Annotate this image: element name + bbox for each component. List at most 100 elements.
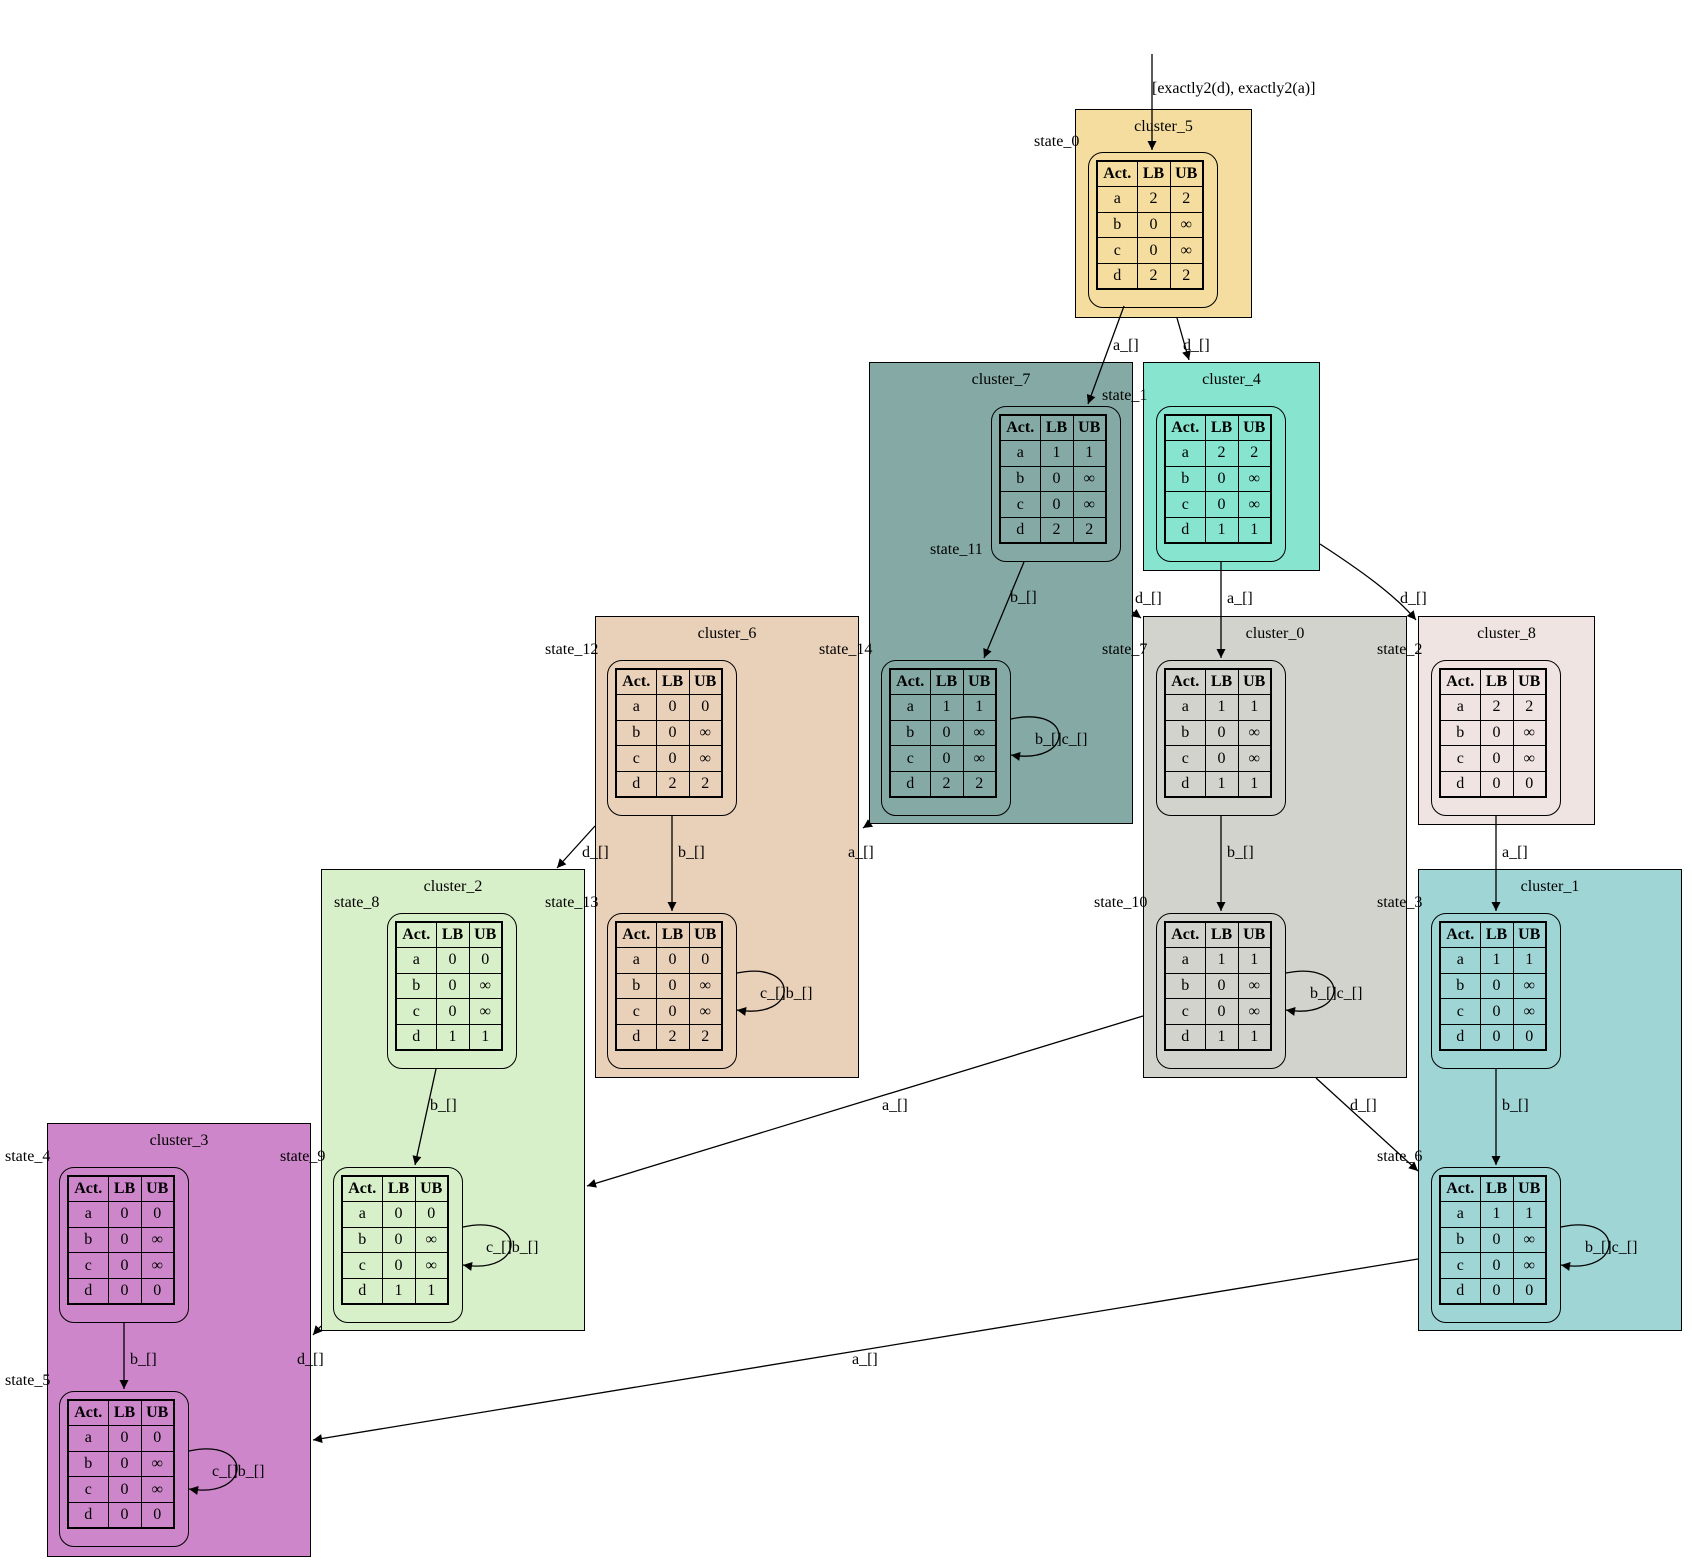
state-label: state_12: [545, 641, 599, 658]
table-cell: c: [1164, 745, 1206, 772]
table-cell: 2: [1237, 440, 1272, 467]
transition-edge[interactable]: [1319, 543, 1417, 621]
table-header-cell: LB: [929, 668, 964, 696]
table-cell: 0: [107, 1226, 142, 1254]
table-header-cell: Act.: [1164, 668, 1206, 696]
table-cell: ∞: [688, 745, 723, 772]
table-cell: 0: [140, 1201, 175, 1228]
edge-label: a_[]: [882, 1097, 908, 1114]
table-cell: d: [1096, 262, 1138, 290]
table-cell: 0: [1479, 719, 1514, 747]
table-cell: 0: [1136, 211, 1171, 239]
table-header-cell: UB: [1072, 414, 1107, 442]
state-label: state_5: [5, 1372, 51, 1389]
table-cell: 0: [468, 947, 503, 974]
transition-edge[interactable]: [1176, 317, 1191, 361]
table-cell: 0: [1479, 770, 1514, 798]
table-cell: 0: [381, 1252, 416, 1279]
table-cell: a: [1096, 186, 1138, 213]
state-label: state_13: [545, 894, 599, 911]
table-cell: b: [1439, 719, 1481, 747]
table-header-cell: LB: [1039, 414, 1074, 442]
table-cell: ∞: [1512, 719, 1547, 747]
table-cell: d: [67, 1277, 109, 1305]
table-cell: 2: [688, 1023, 723, 1051]
table-cell: ∞: [468, 998, 503, 1025]
table-cell: c: [999, 491, 1041, 518]
table-header-cell: Act.: [1164, 921, 1206, 949]
transition-edge[interactable]: [1131, 609, 1142, 619]
table-header-cell: Act.: [395, 921, 437, 949]
table-cell: 0: [140, 1425, 175, 1452]
transition-edge[interactable]: [556, 825, 596, 869]
state-label: state_7: [1102, 641, 1148, 658]
table-cell: 0: [655, 998, 690, 1025]
table-cell: c: [395, 998, 437, 1025]
table-cell: 0: [1204, 491, 1239, 518]
table-cell: 1: [1072, 440, 1107, 467]
table-cell: b: [615, 972, 657, 1000]
state-label: state_3: [1377, 894, 1423, 911]
table-cell: ∞: [414, 1226, 449, 1254]
table-cell: c: [341, 1252, 383, 1279]
transition-edge[interactable]: [312, 1325, 323, 1336]
table-cell: 1: [1479, 947, 1514, 974]
table-cell: b: [1439, 1226, 1481, 1254]
table-cell: 0: [688, 947, 723, 974]
table-cell: 0: [1479, 1226, 1514, 1254]
table-cell: ∞: [1237, 465, 1272, 493]
table-cell: 1: [1237, 947, 1272, 974]
table-cell: d: [1439, 1277, 1481, 1305]
table-cell: ∞: [140, 1252, 175, 1279]
table-cell: b: [1164, 972, 1206, 1000]
table-cell: c: [1096, 237, 1138, 264]
table-header-cell: UB: [688, 668, 723, 696]
edge-label: a_[]: [1502, 844, 1528, 861]
table-cell: 0: [1479, 1277, 1514, 1305]
table-cell: ∞: [140, 1226, 175, 1254]
state-label: state_0: [1034, 133, 1080, 150]
table-cell: 2: [1512, 694, 1547, 721]
transition-edge[interactable]: [862, 819, 873, 829]
table-cell: 0: [1479, 745, 1514, 772]
table-cell: a: [1439, 694, 1481, 721]
table-cell: 1: [1237, 516, 1272, 544]
table-cell: ∞: [688, 719, 723, 747]
table-cell: 1: [962, 694, 997, 721]
table-cell: 2: [1204, 440, 1239, 467]
